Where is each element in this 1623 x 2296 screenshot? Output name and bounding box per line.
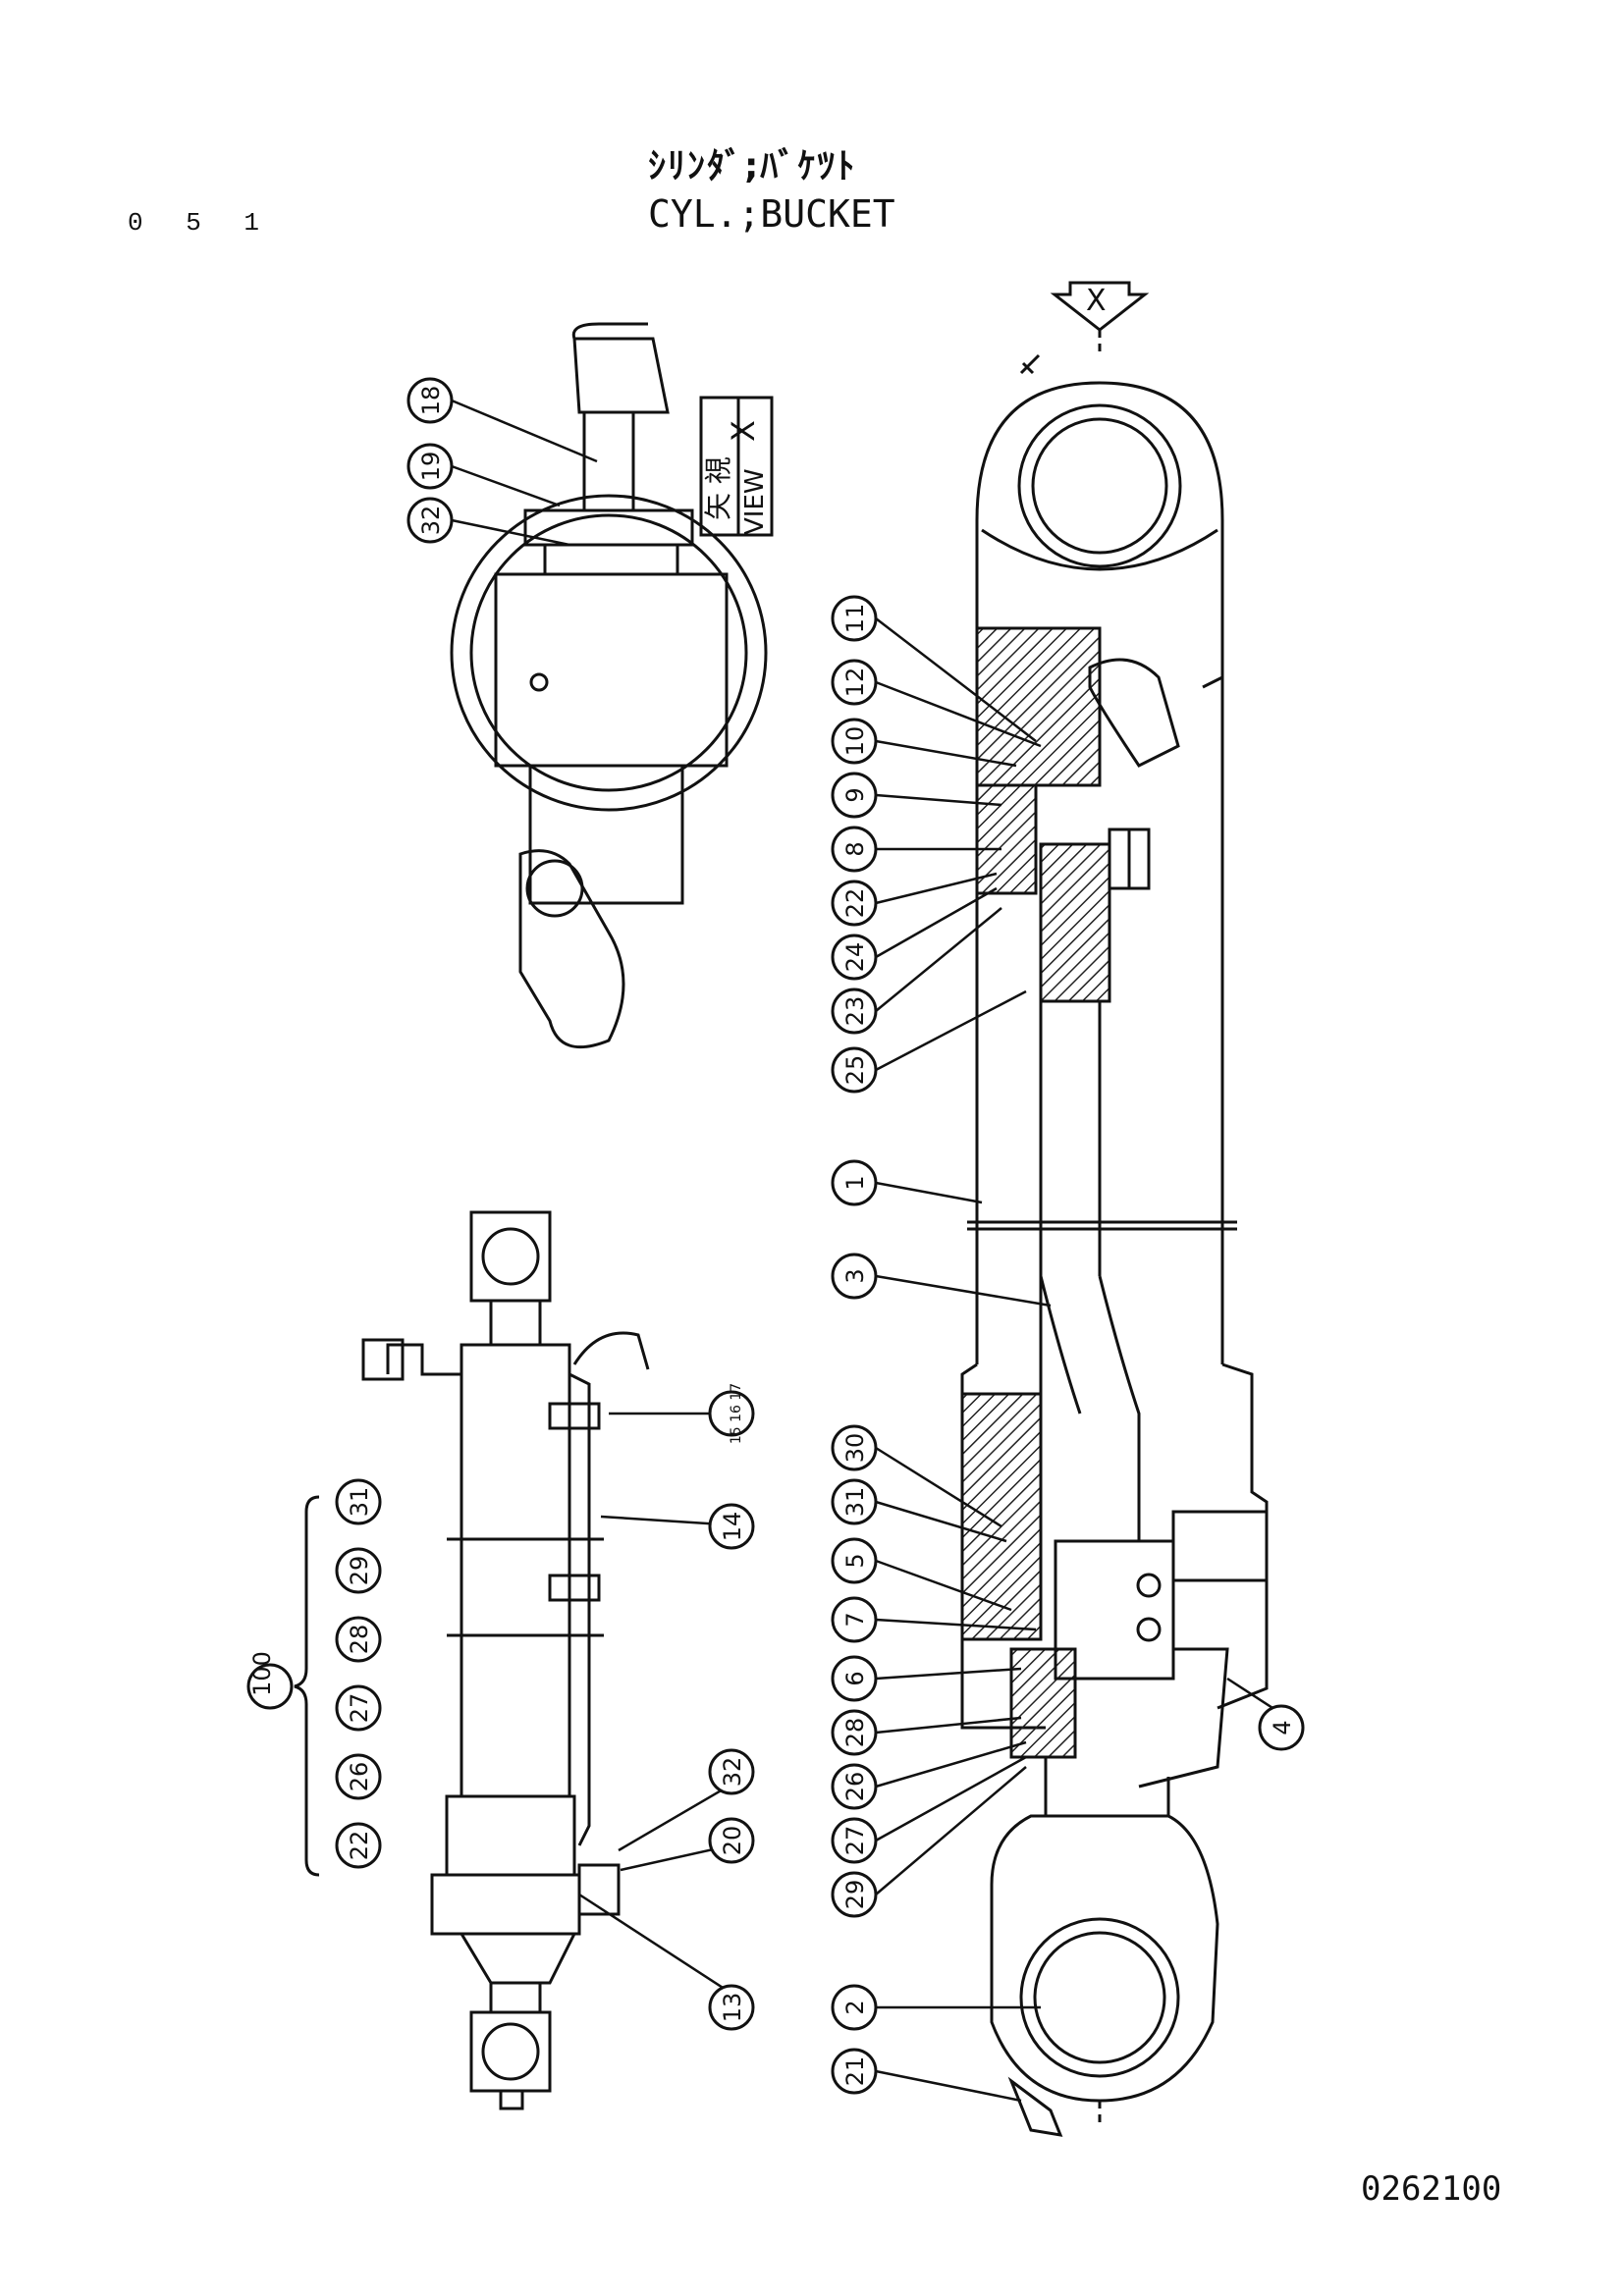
callout-main-2: 2	[831, 1984, 1041, 2031]
callout-main-11: 11	[831, 595, 1037, 742]
callout-main-21: 21	[831, 2048, 1022, 2103]
side-view-drawing	[361, 1210, 650, 2110]
callout-side-3-label: 20	[719, 1826, 746, 1856]
callout-main-23: 23	[831, 907, 1002, 1035]
kit-item-27-label: 27	[346, 1693, 373, 1724]
callout-main-31-label: 31	[841, 1487, 869, 1518]
callout-side-1: 14	[600, 1503, 755, 1550]
kit-label: 100	[248, 1651, 276, 1696]
callout-side-3: 20	[620, 1817, 755, 1872]
callout-side-0: 15 16 17	[609, 1383, 755, 1444]
kit-item-31: 31	[335, 1478, 382, 1525]
callout-side-2-label: 32	[719, 1757, 746, 1788]
title-japanese: ｼﾘﾝﾀﾞ;ﾊﾞｹﾂﾄ	[648, 146, 857, 187]
callout-main-31: 31	[831, 1478, 1007, 1543]
callout-main-26-label: 26	[841, 1772, 869, 1802]
callout-side-1-label: 14	[719, 1512, 746, 1542]
kit-item-26-label: 26	[346, 1762, 373, 1792]
callout-side-0-label: 15 16 17	[729, 1383, 744, 1444]
callout-main-26: 26	[831, 1740, 1027, 1810]
callout-main-25: 25	[831, 989, 1027, 1094]
view-arrow	[1050, 281, 1150, 353]
callout-main-3-label: 3	[841, 1268, 869, 1283]
kit-items: 22 26 27 28 29 31	[335, 1478, 382, 1869]
callout-side-2: 32	[618, 1748, 755, 1852]
callout-main-11-label: 11	[841, 604, 869, 634]
callout-main-28: 28	[831, 1709, 1022, 1756]
callout-main-28-label: 28	[841, 1718, 869, 1748]
kit-item-29-label: 29	[346, 1556, 373, 1586]
view-x-drawing	[450, 322, 768, 1049]
view-arrow-letter: X	[1086, 284, 1107, 318]
callout-main-24-label: 24	[841, 942, 869, 973]
view-x-label-en: VIEW	[740, 468, 770, 535]
callout-side-4-label: 13	[719, 1993, 746, 2023]
callout-main-9-label: 9	[841, 787, 869, 802]
callout-main-6: 6	[831, 1655, 1022, 1702]
callout-main-10-label: 10	[841, 726, 869, 757]
callout-view-19-label: 19	[417, 452, 445, 482]
title-english: CYL.;BUCKET	[648, 192, 895, 236]
view-x-label-letter: X	[725, 420, 762, 442]
kit-item-27: 27	[335, 1684, 382, 1732]
callout-main-12-label: 12	[841, 667, 869, 698]
callout-main-4-label: 4	[1269, 1720, 1296, 1735]
callout-main-29: 29	[831, 1766, 1027, 1918]
view-x-label-box	[699, 396, 774, 537]
callout-main-23-label: 23	[841, 996, 869, 1027]
callout-main-7: 7	[831, 1596, 1037, 1643]
main-callouts: 11 12 10 9 8 22 24 23 25 1 3 30 31 5 7 6 28 26 27 29 4 2 21	[831, 595, 1305, 2103]
callout-main-27: 27	[831, 1755, 1027, 1864]
callout-main-29-label: 29	[841, 1880, 869, 1910]
callout-side-4: 13	[578, 1893, 755, 2031]
callout-main-25-label: 25	[841, 1055, 869, 1086]
callout-main-10: 10	[831, 718, 1017, 768]
main-cylinder	[960, 353, 1269, 2137]
callout-main-5: 5	[831, 1537, 1012, 1612]
callout-main-22-label: 22	[841, 888, 869, 919]
callout-view-18-label: 18	[417, 386, 445, 416]
callout-main-30: 30	[831, 1424, 1002, 1528]
kit-item-22-label: 22	[346, 1831, 373, 1861]
callout-view-18: 18	[406, 377, 598, 463]
callout-main-1-label: 1	[841, 1175, 869, 1190]
callout-main-6-label: 6	[841, 1671, 869, 1685]
callout-main-7-label: 7	[841, 1612, 869, 1627]
callout-main-27-label: 27	[841, 1826, 869, 1856]
callout-main-12: 12	[831, 659, 1042, 748]
kit-bracket	[246, 1495, 320, 1877]
callout-main-5-label: 5	[841, 1553, 869, 1568]
callout-main-21-label: 21	[841, 2056, 869, 2087]
callout-view-19: 19	[406, 443, 561, 507]
callout-main-24: 24	[831, 886, 998, 981]
page-number: 0 5 1	[128, 208, 274, 238]
kit-item-28-label: 28	[346, 1625, 373, 1655]
callout-main-3: 3	[831, 1253, 1052, 1308]
callout-view-32-label: 32	[417, 506, 445, 536]
callout-main-9: 9	[831, 772, 1002, 819]
kit-item-31-label: 31	[346, 1487, 373, 1518]
callout-main-1: 1	[831, 1159, 983, 1206]
callout-main-2-label: 2	[841, 2000, 869, 2014]
callout-main-4: 4	[1226, 1677, 1305, 1751]
callout-main-8: 8	[831, 826, 1001, 873]
side-callouts: 15 16 17 14 32 20 13	[578, 1383, 755, 2031]
view-callouts: 18 19 32	[406, 377, 598, 547]
kit-item-26: 26	[335, 1753, 382, 1800]
callout-main-8-label: 8	[841, 841, 869, 856]
callout-main-30-label: 30	[841, 1433, 869, 1464]
kit-item-22: 22	[335, 1822, 382, 1869]
kit-item-29: 29	[335, 1547, 382, 1594]
view-x-label-jp: 矢 視	[702, 456, 734, 520]
callout-view-32: 32	[406, 497, 570, 547]
callout-main-22: 22	[831, 872, 998, 927]
drawing-code: 0262100	[1361, 2169, 1502, 2209]
kit-item-28: 28	[335, 1616, 382, 1663]
